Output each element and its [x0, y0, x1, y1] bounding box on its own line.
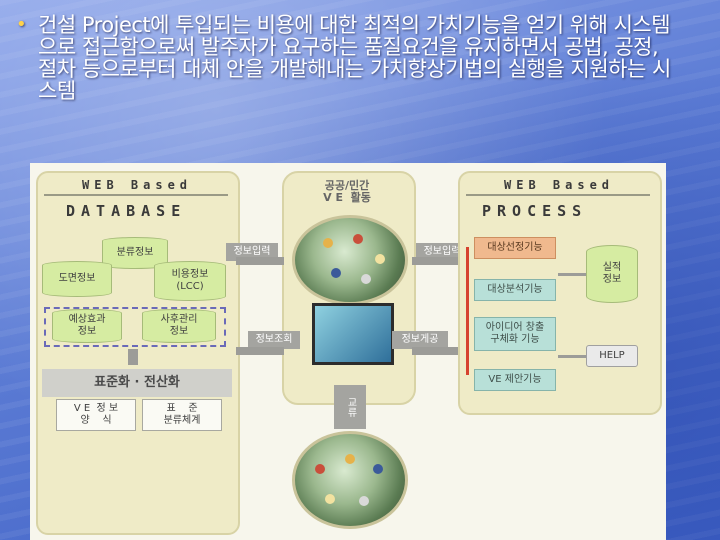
info-share: 정보게공: [392, 331, 448, 349]
process-header-small: WEB Based: [504, 178, 615, 192]
info-lookup: 정보조회: [248, 331, 300, 349]
process-flow-line: [466, 247, 469, 375]
database-header-small: WEB Based: [82, 178, 193, 192]
help-box[interactable]: HELP: [586, 345, 638, 367]
process-divider: [466, 194, 650, 196]
info-input-left: 정보입력: [226, 243, 278, 261]
meeting-photo-top: [292, 215, 408, 305]
ve-activity-header: 공공/민간 V E 활동: [323, 179, 371, 204]
arrow-mid-to-right: [412, 257, 458, 265]
bullet-text: 건설 Project에 투입되는 비용에 대한 최적의 가치기능을 얻기 위해 …: [38, 13, 671, 103]
results-connector: [558, 273, 586, 276]
bullet-icon: •: [16, 14, 27, 35]
database-divider: [44, 194, 228, 196]
target-select-function: 대상선정기능: [474, 237, 556, 259]
help-connector: [558, 355, 586, 358]
meeting-photo-bottom: [292, 431, 408, 529]
database-header-big: DATABASE: [66, 202, 187, 220]
arrow-left-to-mid: [236, 257, 284, 265]
standardization-label: 표준화 · 전산화: [94, 375, 180, 390]
cost-info-db: 비용정보 (LCC): [154, 261, 226, 301]
computer-monitor-icon: [312, 303, 394, 365]
idea-concretize-function: 아이디어 창출 구체화 기능: [474, 317, 556, 351]
ve-info-format-box: V E 정 보 양 식: [56, 399, 136, 431]
process-header-big: PROCESS: [482, 202, 588, 220]
bullet-paragraph: • 건설 Project에 투입되는 비용에 대한 최적의 가치기능을 얻기 위…: [16, 13, 678, 103]
arrow-share: [412, 347, 458, 355]
network-label: 교류: [334, 385, 366, 429]
ve-proposal-function: VE 제안기능: [474, 369, 556, 391]
info-input-right: 정보입력: [416, 243, 468, 261]
standard-classification-box: 표 준 분류체계: [142, 399, 222, 431]
info-group-dashed: [44, 307, 226, 347]
database-panel: [36, 171, 240, 535]
arrow-lookup: [236, 347, 284, 355]
results-info-db: 실적 정보: [586, 245, 638, 303]
drawing-info-db: 도면정보: [42, 261, 112, 297]
expected-effect-db: 예상효과 정보: [52, 309, 122, 343]
target-analysis-function: 대상분석기능: [474, 279, 556, 301]
ve-system-diagram: WEB Based DATABASE 분류정보 도면정보 비용정보 (LCC) …: [30, 163, 666, 540]
followup-mgmt-db: 사후관리 정보: [142, 309, 216, 343]
standard-band: [42, 369, 232, 397]
arrow-up-down: [128, 349, 138, 365]
